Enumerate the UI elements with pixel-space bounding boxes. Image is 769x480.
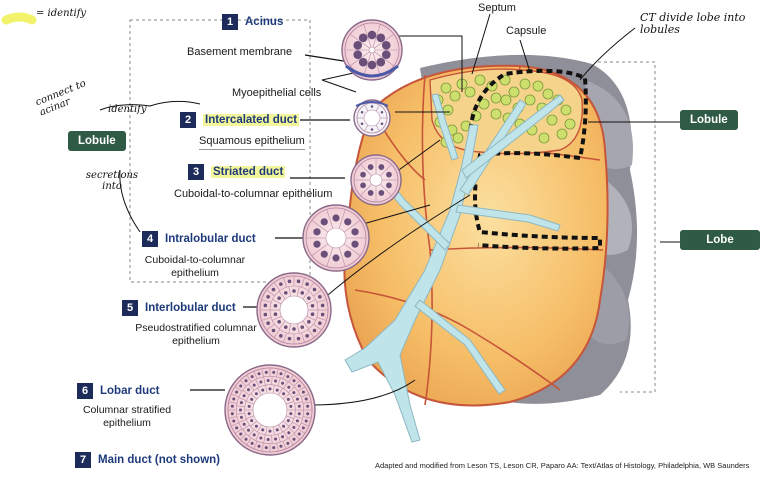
basement-membrane-label: Basement membrane bbox=[187, 46, 293, 58]
duct-7-heading: 7 Main duct (not shown) bbox=[75, 452, 220, 468]
highlighter-swatch bbox=[1, 12, 37, 25]
duct-6-title: Lobar duct bbox=[100, 385, 160, 397]
lobule-dashed-outline bbox=[468, 68, 602, 251]
lobule-tag-right: Lobule bbox=[680, 110, 738, 130]
hand-curve-2 bbox=[119, 169, 141, 233]
duct-7-title: Main duct (not shown) bbox=[98, 454, 221, 466]
duct-3-title: Striated duct bbox=[211, 166, 286, 178]
myoepithelial-cells bbox=[345, 64, 399, 107]
septum-label: Septum bbox=[478, 2, 516, 14]
duct-1-number: 1 bbox=[222, 14, 238, 30]
duct-4-number: 4 bbox=[142, 231, 158, 247]
striated-section bbox=[350, 154, 402, 206]
duct-5-title: Interlobular duct bbox=[145, 302, 236, 314]
capsule-label: Capsule bbox=[506, 25, 547, 37]
duct-3-number: 3 bbox=[188, 164, 204, 180]
note-secretions: secretions into bbox=[85, 170, 139, 192]
lobe-bracket-box bbox=[598, 61, 656, 393]
lobar-section bbox=[224, 364, 316, 456]
duct-3-heading: 3 Striated duct bbox=[188, 164, 286, 180]
duct-7-number: 7 bbox=[75, 452, 91, 468]
lobule-bracket-box bbox=[129, 19, 311, 283]
duct-2-title: Intercalated duct bbox=[203, 114, 300, 126]
duct-5-heading: 5 Interlobular duct bbox=[122, 300, 236, 316]
figure-credit: Adapted and modified from Leson TS, Leso… bbox=[375, 461, 750, 470]
duct-6-epithelium: Columnar stratified epithelium bbox=[82, 404, 172, 429]
duct-5-number: 5 bbox=[122, 300, 138, 316]
intralobular-section bbox=[302, 204, 370, 272]
duct-2-epithelium: Squamous epithelium bbox=[199, 135, 305, 150]
hand-curve bbox=[99, 100, 201, 111]
intercalated-section bbox=[353, 99, 391, 137]
duct-1-heading: 1 Acinus bbox=[222, 14, 283, 30]
myoepithelial-label: Myoepithelial cells bbox=[232, 87, 322, 99]
duct-4-title: Intralobular duct bbox=[165, 233, 256, 245]
note-ct-divide: CT divide lobe into lobules bbox=[640, 11, 746, 36]
hand-arrow-ct bbox=[579, 27, 636, 81]
lobe-tag: Lobe bbox=[680, 230, 760, 250]
duct-5-epithelium: Pseudostratified columnar epithelium bbox=[135, 322, 257, 347]
duct-3-epithelium: Cuboidal-to-columnar epithelium bbox=[174, 188, 333, 200]
duct-6-heading: 6 Lobar duct bbox=[77, 383, 159, 399]
duct-6-number: 6 bbox=[77, 383, 93, 399]
acinus-section bbox=[341, 19, 403, 81]
duct-2-number: 2 bbox=[180, 112, 196, 128]
duct-4-epithelium: Cuboidal-to-columnar epithelium bbox=[144, 254, 246, 279]
duct-2-heading: 2 Intercalated duct bbox=[180, 112, 300, 128]
note-identify-mid: identify bbox=[108, 104, 147, 115]
duct-cross-sections bbox=[224, 19, 403, 456]
pointer-lines bbox=[309, 13, 680, 406]
note-identify-top: = identify bbox=[36, 8, 87, 19]
lobule-tag-left: Lobule bbox=[68, 131, 126, 151]
acinus-title: Acinus bbox=[245, 16, 284, 28]
duct-4-heading: 4 Intralobular duct bbox=[142, 231, 256, 247]
interlobular-section bbox=[256, 272, 332, 348]
